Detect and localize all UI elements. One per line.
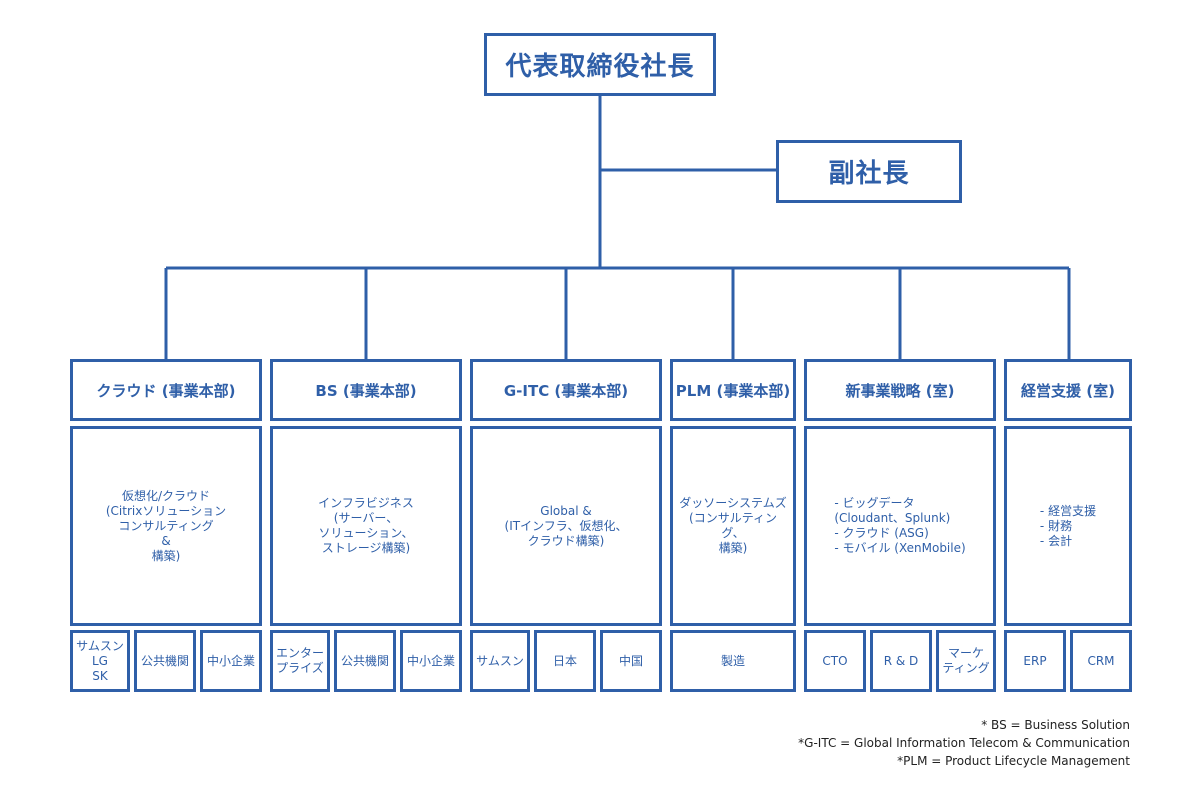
leaf-unit: CTO [804,630,866,692]
leaf-unit: マーケ ティング [936,630,996,692]
vice-president-box: 副社長 [776,140,962,203]
leaf-unit: 公共機関 [334,630,396,692]
leaf-unit-label: 製造 [720,653,745,668]
division-content: Global & (ITインフラ、仮想化、 クラウド構築) [470,426,662,626]
leaf-unit-label: R & D [883,653,919,668]
division-content: - 経営支援 - 財務 - 会計 [1004,426,1132,626]
vice-president-label: 副社長 [828,159,910,189]
division-header-label: BS (事業本部) [315,381,417,400]
division-content-text: Global & (ITインフラ、仮想化、 クラウド構築) [504,503,628,548]
leaf-unit-label: ERP [1023,653,1047,668]
leaf-unit-label: CRM [1087,653,1115,668]
leaf-unit: ERP [1004,630,1066,692]
division-content: ダッソーシステムズ (コンサルティング、 構築) [670,426,796,626]
leaf-unit: 公共機関 [134,630,196,692]
leaf-unit: サムスン LG SK [70,630,130,692]
division-content-text: インフラビジネス (サーバー、 ソリューション、 ストレージ構築) [318,496,414,555]
leaf-unit-label: 中国 [618,653,643,668]
leaf-unit-label: 中小企業 [206,653,255,668]
division-content: - ビッグデータ (Cloudant、Splunk) - クラウド (ASG) … [804,426,996,626]
leaf-unit-label: マーケ ティング [942,646,990,675]
division-header-label: 経営支援 (室) [1021,381,1115,400]
division-header-label: 新事業戦略 (室) [845,381,955,400]
leaf-unit: 製造 [670,630,796,692]
leaf-unit: 日本 [534,630,596,692]
leaf-unit: R & D [870,630,932,692]
footnote: *PLM = Product Lifecycle Management [897,754,1130,768]
leaf-unit: 中小企業 [200,630,262,692]
division-content-text: - 経営支援 - 財務 - 会計 [1039,503,1097,548]
leaf-unit-label: サムスン [476,653,524,668]
leaf-unit-label: 中小企業 [406,653,455,668]
division-header: G-ITC (事業本部) [470,359,662,421]
leaf-unit: CRM [1070,630,1132,692]
leaf-unit: 中小企業 [400,630,462,692]
division-content-text: 仮想化/クラウド (Citrixソリューション コンサルティング & 構築) [105,488,227,563]
division-content-text: ダッソーシステムズ (コンサルティング、 構築) [679,496,787,555]
leaf-unit-label: CTO [822,653,848,668]
division-header-label: G-ITC (事業本部) [503,381,629,400]
leaf-unit-label: サムスン LG SK [76,638,124,683]
footnotes: * BS = Business Solution *G-ITC = Global… [798,716,1130,770]
division-header: クラウド (事業本部) [70,359,262,421]
footnote: *G-ITC = Global Information Telecom & Co… [798,736,1130,750]
footnote: * BS = Business Solution [981,718,1130,732]
leaf-unit: 中国 [600,630,662,692]
division-content-text: - ビッグデータ (Cloudant、Splunk) - クラウド (ASG) … [834,496,966,555]
division-header: PLM (事業本部) [670,359,796,421]
division-content: 仮想化/クラウド (Citrixソリューション コンサルティング & 構築) [70,426,262,626]
division-header-label: PLM (事業本部) [675,381,791,400]
leaf-unit-label: 公共機関 [340,653,389,668]
division-header: 新事業戦略 (室) [804,359,996,421]
leaf-unit-label: 日本 [552,653,577,668]
division-header-label: クラウド (事業本部) [96,381,236,400]
division-header: BS (事業本部) [270,359,462,421]
ceo-label: 代表取締役社長 [505,52,695,82]
division-content: インフラビジネス (サーバー、 ソリューション、 ストレージ構築) [270,426,462,626]
leaf-unit: サムスン [470,630,530,692]
leaf-unit-label: 公共機関 [140,653,189,668]
leaf-unit: エンター プライズ [270,630,330,692]
division-header: 経営支援 (室) [1004,359,1132,421]
leaf-unit-label: エンター プライズ [275,646,324,675]
ceo-box: 代表取締役社長 [484,33,716,96]
